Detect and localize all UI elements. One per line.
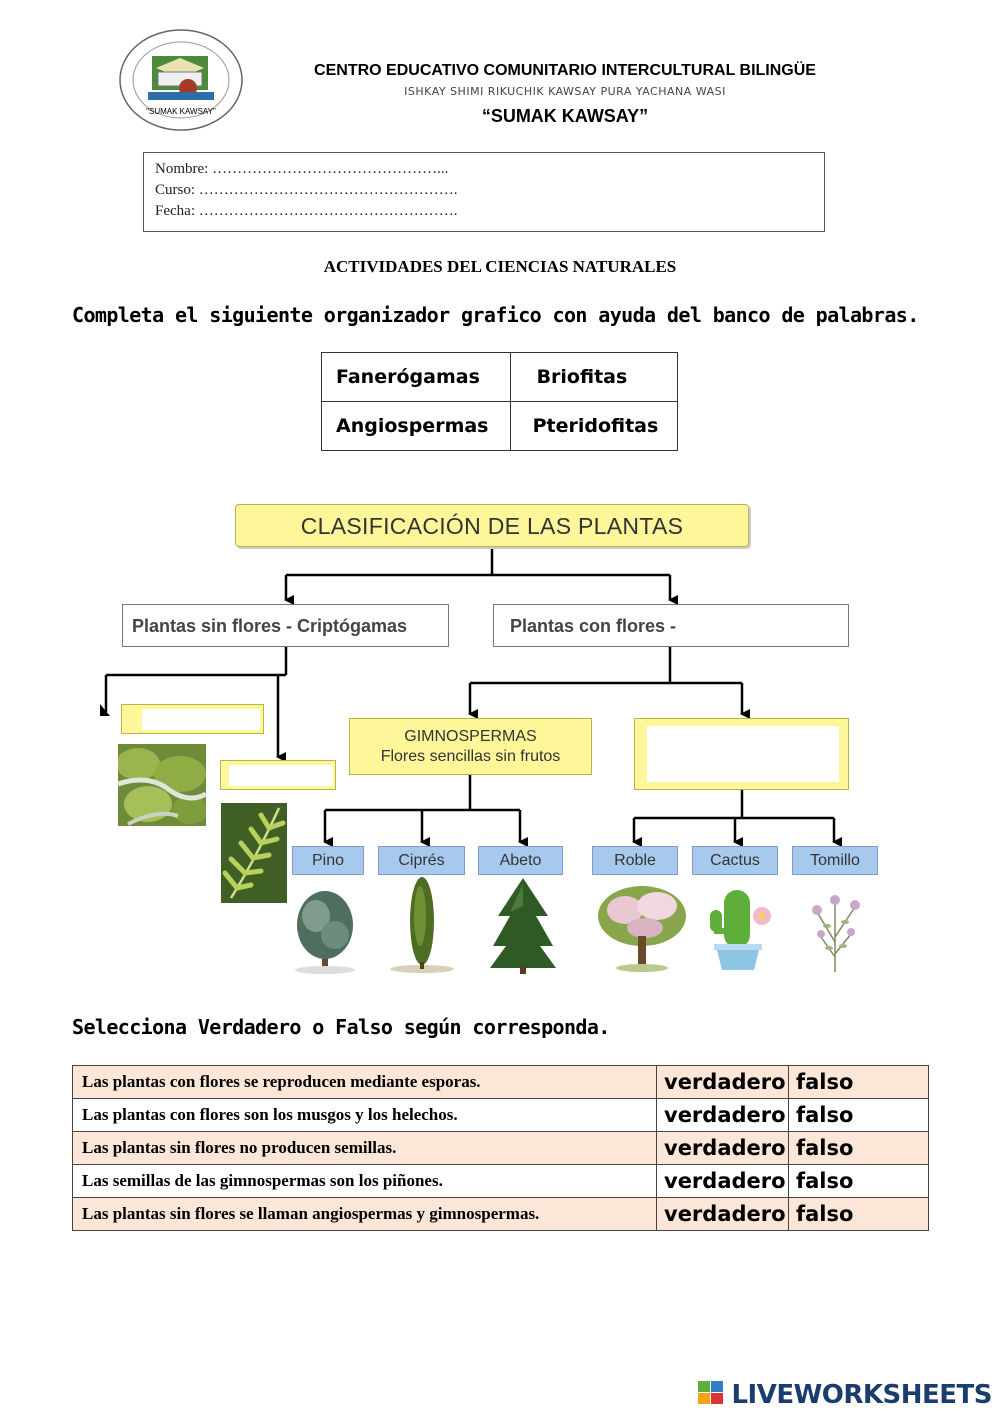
- diagram-title: CLASIFICACIÓN DE LAS PLANTAS: [235, 504, 749, 547]
- school-logo: "SUMAK KAWSAY": [119, 29, 243, 131]
- table-row: Las semillas de las gimnospermas son los…: [72, 1164, 929, 1198]
- student-info-box: Nombre: ………………………………………... Curso: …………………: [143, 152, 825, 232]
- table-row: Las plantas con flores se reproducen med…: [72, 1065, 929, 1099]
- false-option[interactable]: falso: [788, 1197, 929, 1231]
- statement: Las plantas sin flores se llaman angiosp…: [72, 1197, 657, 1231]
- table-row: Las plantas con flores son los musgos y …: [72, 1098, 929, 1132]
- word-bank-item[interactable]: Briofitas: [509, 352, 679, 402]
- gymnosperms-box: GIMNOSPERMAS Flores sencillas sin frutos: [349, 718, 592, 775]
- blank-answer-briofitas[interactable]: [121, 704, 264, 734]
- false-option[interactable]: falso: [788, 1065, 929, 1099]
- true-option[interactable]: verdadero: [656, 1131, 789, 1165]
- instruction-complete-diagram: Completa el siguiente organizador grafic…: [72, 303, 919, 327]
- example-roble: Roble: [592, 846, 678, 875]
- statement: Las plantas sin flores no producen semil…: [72, 1131, 657, 1165]
- liveworksheets-logo-icon: [698, 1381, 723, 1404]
- example-tomillo: Tomillo: [792, 846, 878, 875]
- school-name: CENTRO EDUCATIVO COMUNITARIO INTERCULTUR…: [314, 62, 816, 79]
- example-abeto: Abeto: [478, 846, 563, 875]
- true-option[interactable]: verdadero: [656, 1164, 789, 1198]
- false-option[interactable]: falso: [788, 1131, 929, 1165]
- course-field-label[interactable]: Curso: …………………………………………….: [155, 182, 458, 198]
- table-row: Las plantas sin flores no producen semil…: [72, 1131, 929, 1165]
- true-option[interactable]: verdadero: [656, 1098, 789, 1132]
- no-flowers-box: Plantas sin flores - Criptógamas: [122, 604, 449, 647]
- school-motto: ISHKAY SHIMI RIKUCHIK KAWSAY PURA YACHAN…: [404, 85, 726, 98]
- statement: Las plantas con flores se reproducen med…: [72, 1065, 657, 1099]
- moss-image: [118, 744, 206, 826]
- gymnosperms-desc: Flores sencillas sin frutos: [380, 748, 561, 765]
- diagram-connectors: [100, 547, 842, 847]
- gymnosperms-title: GIMNOSPERMAS: [404, 728, 537, 745]
- with-flowers-box: Plantas con flores -: [493, 604, 849, 647]
- example-cipres: Ciprés: [378, 846, 465, 875]
- svg-text:"SUMAK KAWSAY": "SUMAK KAWSAY": [146, 107, 216, 116]
- blank-answer-angiosperms[interactable]: [634, 718, 849, 790]
- false-option[interactable]: falso: [788, 1098, 929, 1132]
- table-row: Las plantas sin flores se llaman angiosp…: [72, 1197, 929, 1231]
- school-short-name: “SUMAK KAWSAY”: [481, 106, 649, 126]
- statement: Las plantas con flores son los musgos y …: [72, 1098, 657, 1132]
- instruction-true-false: Selecciona Verdadero o Falso según corre…: [72, 1015, 610, 1039]
- false-option[interactable]: falso: [788, 1164, 929, 1198]
- word-bank-item[interactable]: Fanerógamas: [321, 352, 511, 402]
- blank-answer-pteridofitas[interactable]: [220, 760, 336, 790]
- true-false-table: Las plantas con flores se reproducen med…: [72, 1065, 929, 1231]
- oak-tree-image: [598, 886, 686, 972]
- word-bank-item[interactable]: Angiospermas: [321, 401, 511, 451]
- cypress-tree-image: [390, 877, 454, 973]
- liveworksheets-brand[interactable]: LIVEWORKSHEETS: [731, 1380, 992, 1410]
- word-bank-table: Fanerógamas Briofitas Angiospermas Pteri…: [321, 352, 679, 451]
- true-option[interactable]: verdadero: [656, 1197, 789, 1231]
- cactus-image: [710, 890, 771, 970]
- example-cactus: Cactus: [692, 846, 778, 875]
- word-bank-item[interactable]: Pteridofitas: [509, 401, 679, 451]
- true-option[interactable]: verdadero: [656, 1065, 789, 1099]
- fir-tree-image: [490, 878, 556, 974]
- example-pino: Pino: [292, 846, 364, 875]
- pine-tree-image: [295, 891, 355, 974]
- activities-title: ACTIVIDADES DEL CIENCIAS NATURALES: [323, 257, 677, 276]
- fern-image: [221, 803, 287, 903]
- name-field-label[interactable]: Nombre: ………………………………………...: [155, 161, 449, 177]
- statement: Las semillas de las gimnospermas son los…: [72, 1164, 657, 1198]
- date-field-label[interactable]: Fecha: …………………………………………….: [155, 203, 458, 219]
- thyme-image: [812, 895, 860, 972]
